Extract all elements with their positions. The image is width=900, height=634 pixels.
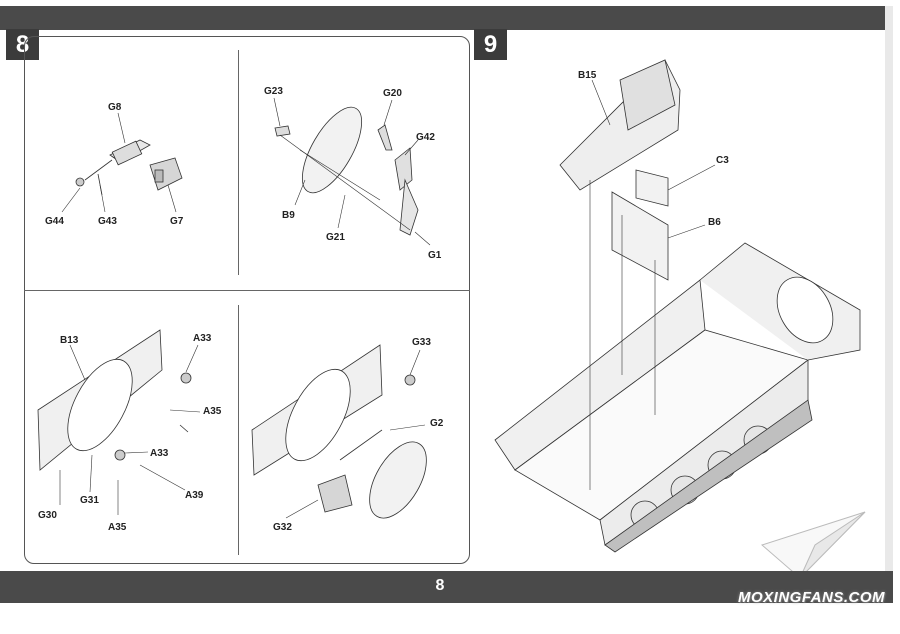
page-number: 8 — [435, 577, 445, 594]
part-label-g30: G30 — [38, 510, 57, 521]
sub-step-divider-horizontal — [24, 290, 470, 291]
sub-step-divider-top — [238, 50, 239, 275]
step-8-panel — [24, 36, 470, 564]
part-label-g8: G8 — [108, 102, 122, 113]
part-label-b6: B6 — [708, 217, 721, 228]
sub-step-divider-bottom — [238, 305, 239, 555]
part-label-a33-top: A33 — [193, 333, 212, 344]
part-label-g31: G31 — [80, 495, 99, 506]
step-9-badge: 9 — [474, 29, 507, 60]
sub-step-8c-drawing — [37, 329, 201, 515]
watermark-logo — [761, 511, 866, 579]
part-label-g7: G7 — [170, 216, 184, 227]
step-9-drawing — [494, 59, 861, 553]
part-label-g44: G44 — [45, 216, 64, 227]
sub-step-8b-drawing — [273, 97, 431, 246]
part-label-a35-right: A35 — [203, 406, 222, 417]
part-label-g23: G23 — [264, 86, 283, 97]
part-label-g33: G33 — [412, 337, 431, 348]
part-label-g42: G42 — [416, 132, 435, 143]
part-label-g43: G43 — [98, 216, 117, 227]
sub-step-8a-drawing — [61, 112, 183, 213]
page-edge — [885, 6, 893, 603]
sub-step-8d-drawing — [251, 344, 427, 519]
part-label-g21: G21 — [326, 232, 345, 243]
part-label-c3: C3 — [716, 155, 729, 166]
part-label-b9: B9 — [282, 210, 295, 221]
part-label-b13: B13 — [60, 335, 79, 346]
footer-bar — [0, 571, 893, 603]
part-label-a35-bottom: A35 — [108, 522, 127, 533]
watermark-text: MOXINGFANS.COM — [738, 589, 886, 606]
part-label-b15: B15 — [578, 70, 597, 81]
part-label-a39: A39 — [185, 490, 204, 501]
header-bar — [0, 6, 893, 30]
part-label-g32: G32 — [273, 522, 292, 533]
part-label-g20: G20 — [383, 88, 402, 99]
part-label-g1: G1 — [428, 250, 442, 261]
part-label-g2: G2 — [430, 418, 444, 429]
part-label-a33-bottom: A33 — [150, 448, 169, 459]
